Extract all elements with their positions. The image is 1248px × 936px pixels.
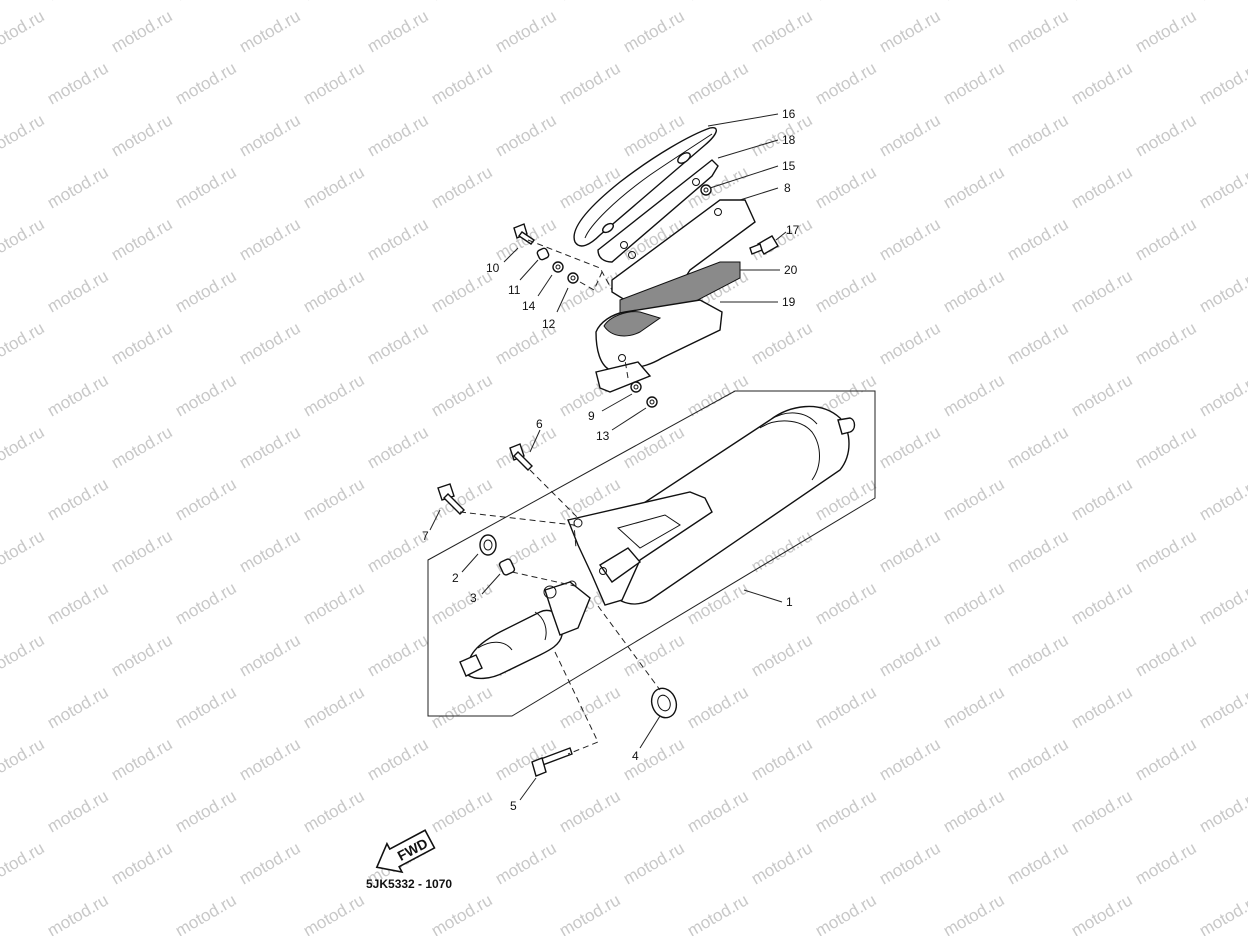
callout-16: 16: [782, 107, 796, 121]
collar-3: [498, 558, 516, 576]
forward-arrow: FWD: [375, 829, 436, 874]
bolt-7: [437, 483, 465, 515]
diagram-code: 5JK5332 - 1070: [366, 877, 452, 891]
callout-19: 19: [782, 295, 796, 309]
bolt-5: [531, 747, 573, 777]
callout-1: 1: [786, 595, 793, 609]
callout-11: 11: [508, 283, 521, 297]
assembly-boundary: [427, 390, 876, 717]
callout-18: 18: [782, 133, 796, 147]
callout-10: 10: [486, 261, 500, 275]
callout-6: 6: [536, 417, 543, 431]
protector-16: [573, 127, 717, 247]
protector-18: [597, 159, 719, 263]
muffler: [459, 405, 856, 680]
washer-14: [552, 261, 564, 273]
callout-3: 3: [470, 591, 477, 605]
collar-11: [536, 247, 550, 261]
gasket: [650, 687, 678, 719]
leader-lines: [429, 113, 787, 801]
bolt-6: [509, 443, 533, 471]
washer-12: [567, 272, 579, 284]
callout-9: 9: [588, 409, 595, 423]
callout-14: 14: [522, 299, 536, 313]
damper-2: [479, 534, 497, 556]
washer-13: [646, 396, 658, 408]
shield-clamp: [595, 361, 652, 393]
callout-17: 17: [786, 223, 800, 237]
bolt-17: [749, 235, 779, 255]
callout-13: 13: [596, 429, 610, 443]
callout-20: 20: [784, 263, 798, 277]
callout-15: 15: [782, 159, 796, 173]
washer-15: [700, 184, 712, 196]
callout-7: 7: [422, 529, 429, 543]
collar-9: [630, 381, 642, 393]
callout-5: 5: [510, 799, 517, 813]
callout-4: 4: [632, 749, 639, 763]
callout-2: 2: [452, 571, 459, 585]
heat-shield-19: [595, 299, 723, 371]
callout-12: 12: [542, 317, 556, 331]
callout-8: 8: [784, 181, 791, 195]
